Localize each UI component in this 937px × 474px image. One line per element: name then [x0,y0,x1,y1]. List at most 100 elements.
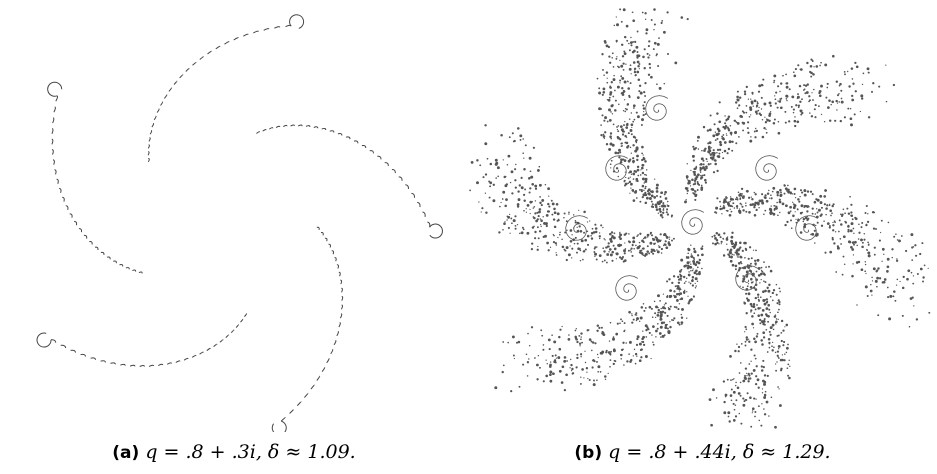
fractal-dot [770,197,773,200]
fractal-dot [748,115,751,118]
fractal-dot [714,131,717,133]
fractal-dot [764,281,767,284]
fractal-dot [620,358,622,360]
fractal-dot [609,85,611,87]
fractal-dot [887,296,890,299]
fractal-dot [773,208,776,211]
fractal-dot [523,209,525,212]
fractal-dot [619,8,622,11]
fractal-dot [612,336,615,339]
fractal-dot [734,404,737,406]
fractal-dot [832,221,834,224]
fractal-dot [743,400,746,403]
fractal-dot [797,198,800,201]
fractal-dot [759,113,763,117]
fractal-dot [535,219,538,223]
fractal-dot [750,309,753,312]
fractal-dot [886,257,890,261]
fractal-dot [762,365,765,369]
fractal-dot [700,186,704,190]
fractal-dot [838,92,840,95]
fractal-dot [757,109,760,112]
caption-b-formula: q = .8 + .44i, δ ≈ 1.29. [608,441,831,463]
fractal-dot [530,175,534,179]
fractal-dot [644,193,648,197]
fractal-dot [523,157,525,159]
fractal-dot [765,128,767,131]
fractal-dot [792,203,795,205]
fractal-dot [744,374,746,377]
fractal-dot [764,390,767,393]
fractal-dot [586,230,589,233]
fractal-dot [741,280,745,283]
fractal-dot [631,254,634,257]
fractal-dot [762,299,766,302]
fractal-dot [873,253,876,256]
fractal-dot [642,114,645,117]
fractal-dot [676,288,678,290]
fractal-dot [803,84,806,87]
fractal-dot [639,349,642,351]
fractal-dot [873,246,876,249]
fractal-dot [685,317,688,319]
fractal-dots-b [469,8,931,429]
fractal-dot [591,341,595,344]
fractal-dot [673,295,677,299]
fractal-dot [786,220,789,224]
fractal-dot [798,84,802,88]
fractal-dot [658,86,662,90]
fractal-dot [760,339,763,342]
fractal-dot [643,182,645,184]
fractal-dot [616,23,619,27]
fractal-dot [787,343,789,346]
fractal-dot [860,226,863,229]
fractal-dot [768,308,771,311]
fractal-dot [652,252,655,255]
fractal-dot [643,67,646,70]
fractal-dot [727,204,731,207]
fractal-dot [755,249,757,252]
fractal-dot [710,423,713,427]
fractal-dot [691,275,695,279]
fractal-dot [742,275,745,277]
fractal-dot [783,340,786,344]
fractal-dot [730,379,732,381]
fractal-dot [591,366,594,369]
fractal-dot [605,142,609,146]
fractal-dot [775,318,778,320]
fractal-dot [811,207,814,210]
fractal-dot [631,313,633,315]
fractal-dot [658,202,661,205]
fractal-dot [672,237,675,240]
fractal-dot [619,59,621,62]
fractal-dot [784,223,787,227]
fractal-dot [523,199,526,203]
fractal-dot [558,369,562,373]
fractal-dot [850,214,852,217]
fractal-dot [641,145,644,149]
fractal-dot [772,186,776,190]
fractal-dot [519,232,521,235]
fractal-dot [551,354,554,357]
fractal-dot [777,120,780,123]
fractal-dot [598,87,601,90]
fractal-dot [740,115,744,119]
fractal-dot [694,182,697,185]
fractal-dot [612,349,616,353]
fractal-dot [809,64,813,68]
fractal-dot [635,138,638,142]
fractal-dot [689,185,692,187]
fractal-dot [542,235,545,239]
fractal-dot [497,175,500,178]
fractal-dot [763,413,767,416]
fractal-dot [664,323,668,327]
fractal-dot [647,192,650,195]
fractal-dot [893,290,896,293]
fractal-dot [757,405,760,408]
fractal-dot [671,281,674,285]
fractal-dot [665,235,669,239]
fractal-dot [651,203,654,206]
fractal-dot [733,207,736,209]
fractal-dot [706,129,710,132]
fractal-dot [735,381,737,384]
